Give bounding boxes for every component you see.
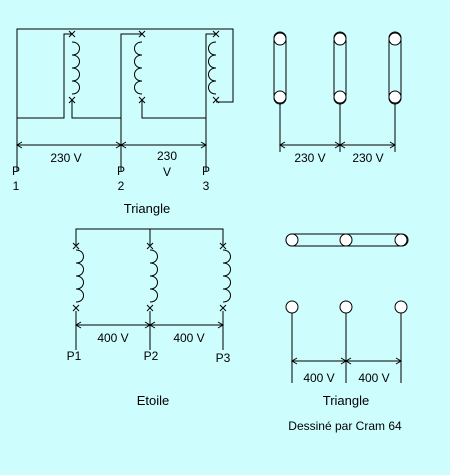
star-leads xyxy=(75,311,224,350)
star-schematic xyxy=(72,228,231,350)
star-coil-3 xyxy=(222,249,231,303)
star-voltage-right: 400 V xyxy=(173,331,204,345)
plate-voltage-left: 230 V xyxy=(294,151,325,165)
triangle-plate xyxy=(273,31,402,152)
coil-terminal-marks xyxy=(68,30,220,104)
plate-terminal-1-top xyxy=(273,32,287,46)
star-plate-terminal-1 xyxy=(285,300,299,314)
star-plate-drop-lines xyxy=(291,313,402,383)
etoile-caption: Etoile xyxy=(137,393,170,408)
star-coil-1 xyxy=(75,249,84,303)
delta-dim-arrows xyxy=(16,141,207,149)
terminal-p2-letter: P xyxy=(117,164,125,178)
terminal-p3-letter: P xyxy=(202,164,210,178)
credit-line: Dessiné par Cram 64 xyxy=(288,419,402,433)
star-plate xyxy=(285,233,409,383)
coil-3 xyxy=(208,41,217,95)
star-strap-terminal-3 xyxy=(394,233,408,247)
terminal-p3-number: 3 xyxy=(203,179,210,193)
plate-terminal-3-bottom xyxy=(388,90,402,104)
star-coil-2 xyxy=(149,249,158,303)
star-plate-caption: Triangle xyxy=(323,393,369,408)
plate-terminal-2-top xyxy=(333,32,347,46)
star-strap-terminal-2 xyxy=(339,233,353,247)
star-voltage-left: 400 V xyxy=(97,331,128,345)
star-plate-voltage-left: 400 V xyxy=(303,371,334,385)
star-plate-terminal-2 xyxy=(339,300,353,314)
delta-voltage-right-line2: V xyxy=(163,165,171,179)
delta-wire-3 xyxy=(205,33,216,171)
plate-terminal-2-bottom xyxy=(333,90,347,104)
plate-dim-arrows xyxy=(279,141,396,149)
plate-terminal-3-top xyxy=(388,32,402,46)
plate-voltage-right: 230 V xyxy=(352,151,383,165)
triangle-schematic xyxy=(16,28,234,171)
plate-terminal-1-bottom xyxy=(273,90,287,104)
delta-wire-1 xyxy=(17,33,72,119)
star-plate-dim-arrows xyxy=(291,357,402,365)
delta-outer-wire xyxy=(16,28,234,171)
star-strap-terminal-1 xyxy=(285,233,299,247)
plate-drop-lines xyxy=(279,103,396,152)
terminal-p1-letter: P xyxy=(12,164,20,178)
delta-voltage-left: 230 V xyxy=(50,151,81,165)
coil-2 xyxy=(134,41,143,95)
coil-1 xyxy=(71,41,80,95)
star-terminal-p1: P1 xyxy=(67,349,82,363)
star-coil-marks xyxy=(72,242,227,312)
delta-wire-2b xyxy=(141,100,206,119)
star-dim-arrows xyxy=(75,321,224,329)
star-terminal-p3: P3 xyxy=(216,351,231,365)
star-plate-voltage-right: 400 V xyxy=(358,371,389,385)
delta-wire-2 xyxy=(120,33,142,171)
star-terminal-p2: P2 xyxy=(144,349,159,363)
triangle-caption: Triangle xyxy=(124,201,170,216)
star-plate-terminal-3 xyxy=(394,300,408,314)
delta-voltage-right-line1: 230 xyxy=(157,149,177,163)
terminal-p2-number: 2 xyxy=(118,179,125,193)
terminal-p1-number: 1 xyxy=(13,179,20,193)
delta-wire-1b xyxy=(71,100,121,119)
